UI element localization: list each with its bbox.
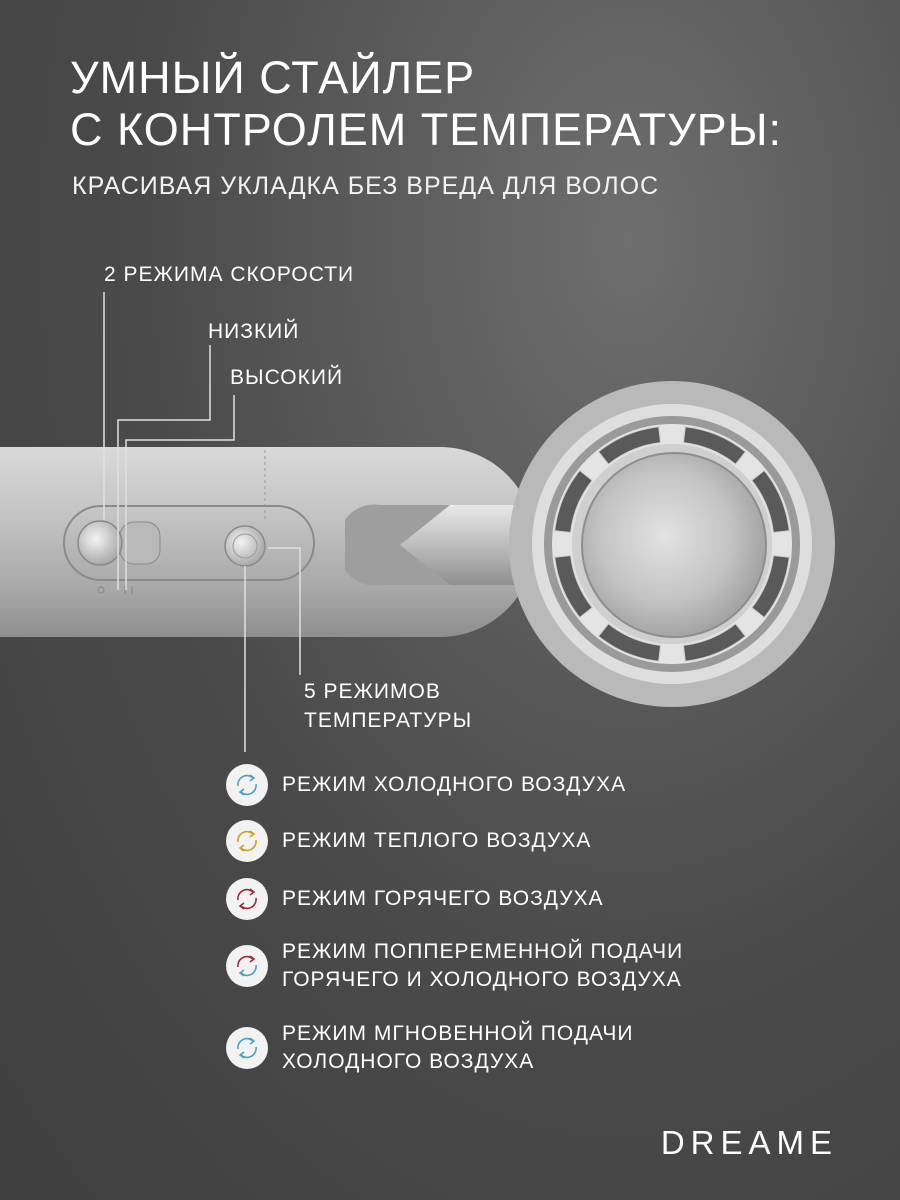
mode-item: РЕЖИМ ХОЛОДНОГО ВОЗДУХА [226, 764, 626, 806]
dryer-handle [0, 447, 535, 637]
high-speed-label: ВЫСОКИЙ [230, 366, 344, 389]
temperature-button [224, 525, 266, 567]
mode-item: РЕЖИМ ГОРЯЧЕГО ВОЗДУХА [226, 878, 604, 920]
page-title: УМНЫЙ СТАЙЛЕР С КОНТРОЛЕМ ТЕМПЕРАТУРЫ: [70, 52, 782, 156]
mode-label-line-1: РЕЖИМ ГОРЯЧЕГО ВОЗДУХА [282, 887, 604, 910]
mode-label: РЕЖИМ ХОЛОДНОГО ВОЗДУХА [282, 771, 626, 799]
vent-slot [682, 623, 747, 662]
low-speed-label: НИЗКИЙ [208, 320, 300, 343]
mode-label: РЕЖИМ ТЕПЛОГО ВОЗДУХА [282, 827, 591, 855]
title-line-2: С КОНТРОЛЕМ ТЕМПЕРАТУРЫ: [70, 104, 783, 155]
dryer-center-disc [581, 452, 767, 638]
temperature-modes-line-1: 5 РЕЖИМОВ [304, 680, 441, 703]
title-line-1: УМНЫЙ СТАЙЛЕР [70, 52, 476, 103]
mode-item: РЕЖИМ МГНОВЕННОЙ ПОДАЧИ ХОЛОДНОГО ВОЗДУХ… [226, 1020, 633, 1076]
speed-button [77, 520, 123, 566]
vent-slot [751, 554, 790, 619]
mode-label: РЕЖИМ МГНОВЕННОЙ ПОДАЧИ ХОЛОДНОГО ВОЗДУХ… [282, 1020, 633, 1076]
vent-slot [554, 469, 593, 534]
mode-label-line-1: РЕЖИМ МГНОВЕННОЙ ПОДАЧИ [282, 1022, 634, 1045]
page-subtitle: КРАСИВАЯ УКЛАДКА БЕЗ ВРЕДА ДЛЯ ВОЛОС [72, 172, 660, 200]
mode-label: РЕЖИМ ПОППЕРЕМЕННОЙ ПОДАЧИ ГОРЯЧЕГО И ХО… [282, 938, 683, 994]
speed-modes-label: 2 РЕЖИМА СКОРОСТИ [104, 263, 355, 286]
vent-slot [682, 426, 747, 465]
warm-air-cycle-icon [226, 820, 268, 862]
mode-item: РЕЖИМ ПОППЕРЕМЕННОЙ ПОДАЧИ ГОРЯЧЕГО И ХО… [226, 938, 683, 994]
vent-slot [597, 426, 662, 465]
alternating-air-cycle-icon [226, 945, 268, 987]
mode-label-line-2: ГОРЯЧЕГО И ХОЛОДНОГО ВОЗДУХА [282, 968, 682, 991]
mode-label-line-1: РЕЖИМ ХОЛОДНОГО ВОЗДУХА [282, 773, 627, 796]
cold-air-cycle-icon [226, 764, 268, 806]
vent-slot [554, 554, 593, 619]
vent-slot [597, 623, 662, 662]
mode-label: РЕЖИМ ГОРЯЧЕГО ВОЗДУХА [282, 885, 604, 913]
mode-label-line-1: РЕЖИМ ПОППЕРЕМЕННОЙ ПОДАЧИ [282, 940, 684, 963]
hot-air-cycle-icon [226, 878, 268, 920]
mode-label-line-1: РЕЖИМ ТЕПЛОГО ВОЗДУХА [282, 829, 592, 852]
vent-slot [751, 469, 790, 534]
temperature-modes-label: 5 РЕЖИМОВ ТЕМПЕРАТУРЫ [304, 677, 472, 735]
mode-label-line-2: ХОЛОДНОГО ВОЗДУХА [282, 1050, 535, 1073]
control-panel [63, 505, 315, 581]
temperature-modes-line-2: ТЕМПЕРАТУРЫ [304, 709, 473, 732]
callout-lines [103, 292, 301, 752]
instant-cold-air-cycle-icon [226, 1027, 268, 1069]
brand-logo: DREAME [660, 1124, 838, 1161]
mode-item: РЕЖИМ ТЕПЛОГО ВОЗДУХА [226, 820, 591, 862]
